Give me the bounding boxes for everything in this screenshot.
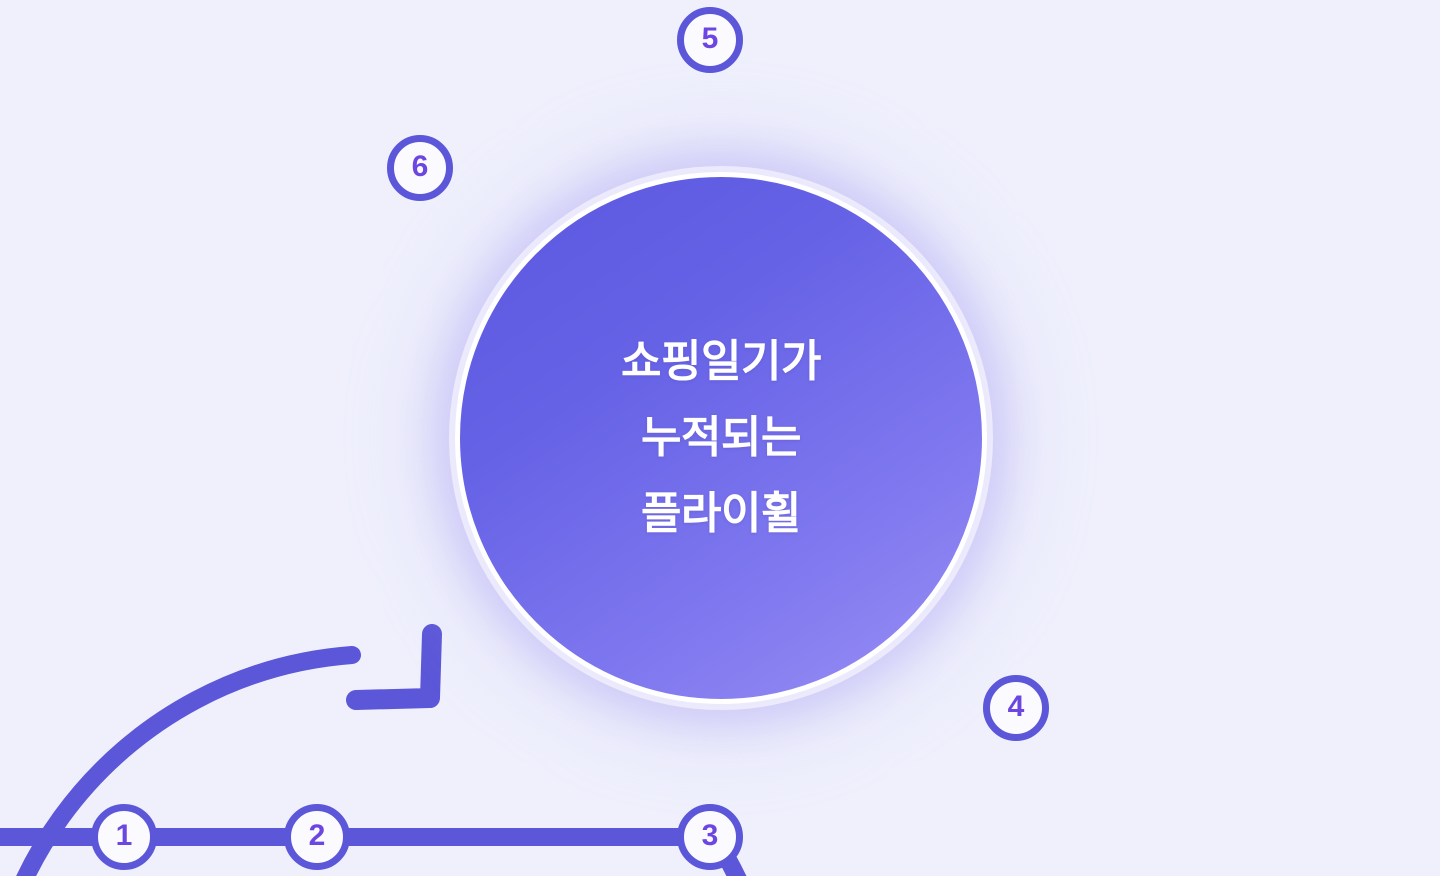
step-node-1[interactable]: 1 (91, 804, 157, 870)
step-node-6[interactable]: 6 (387, 135, 453, 201)
step-node-2-label: 2 (308, 819, 326, 852)
hub-title-line-1: 쇼핑일기가 (621, 337, 821, 387)
step-node-5[interactable]: 5 (677, 7, 743, 73)
step-node-3[interactable]: 3 (677, 804, 743, 870)
step-node-6-label: 6 (411, 150, 429, 183)
step-node-5-label: 5 (701, 22, 719, 55)
track-arrow-head (346, 624, 442, 710)
track-loop-arc (16, 646, 747, 876)
center-hub: 쇼핑일기가 누적되는 플라이휠 (455, 172, 987, 704)
step-node-1-label: 1 (115, 819, 133, 852)
hub-title-line-3: 플라이휠 (641, 488, 801, 538)
step-node-4[interactable]: 4 (983, 675, 1049, 741)
step-node-3-label: 3 (701, 819, 719, 852)
step-node-4-label: 4 (1007, 690, 1025, 723)
step-node-2[interactable]: 2 (284, 804, 350, 870)
hub-title-line-2: 누적되는 (641, 413, 801, 463)
hub-title: 쇼핑일기가 누적되는 플라이휠 (621, 324, 821, 551)
